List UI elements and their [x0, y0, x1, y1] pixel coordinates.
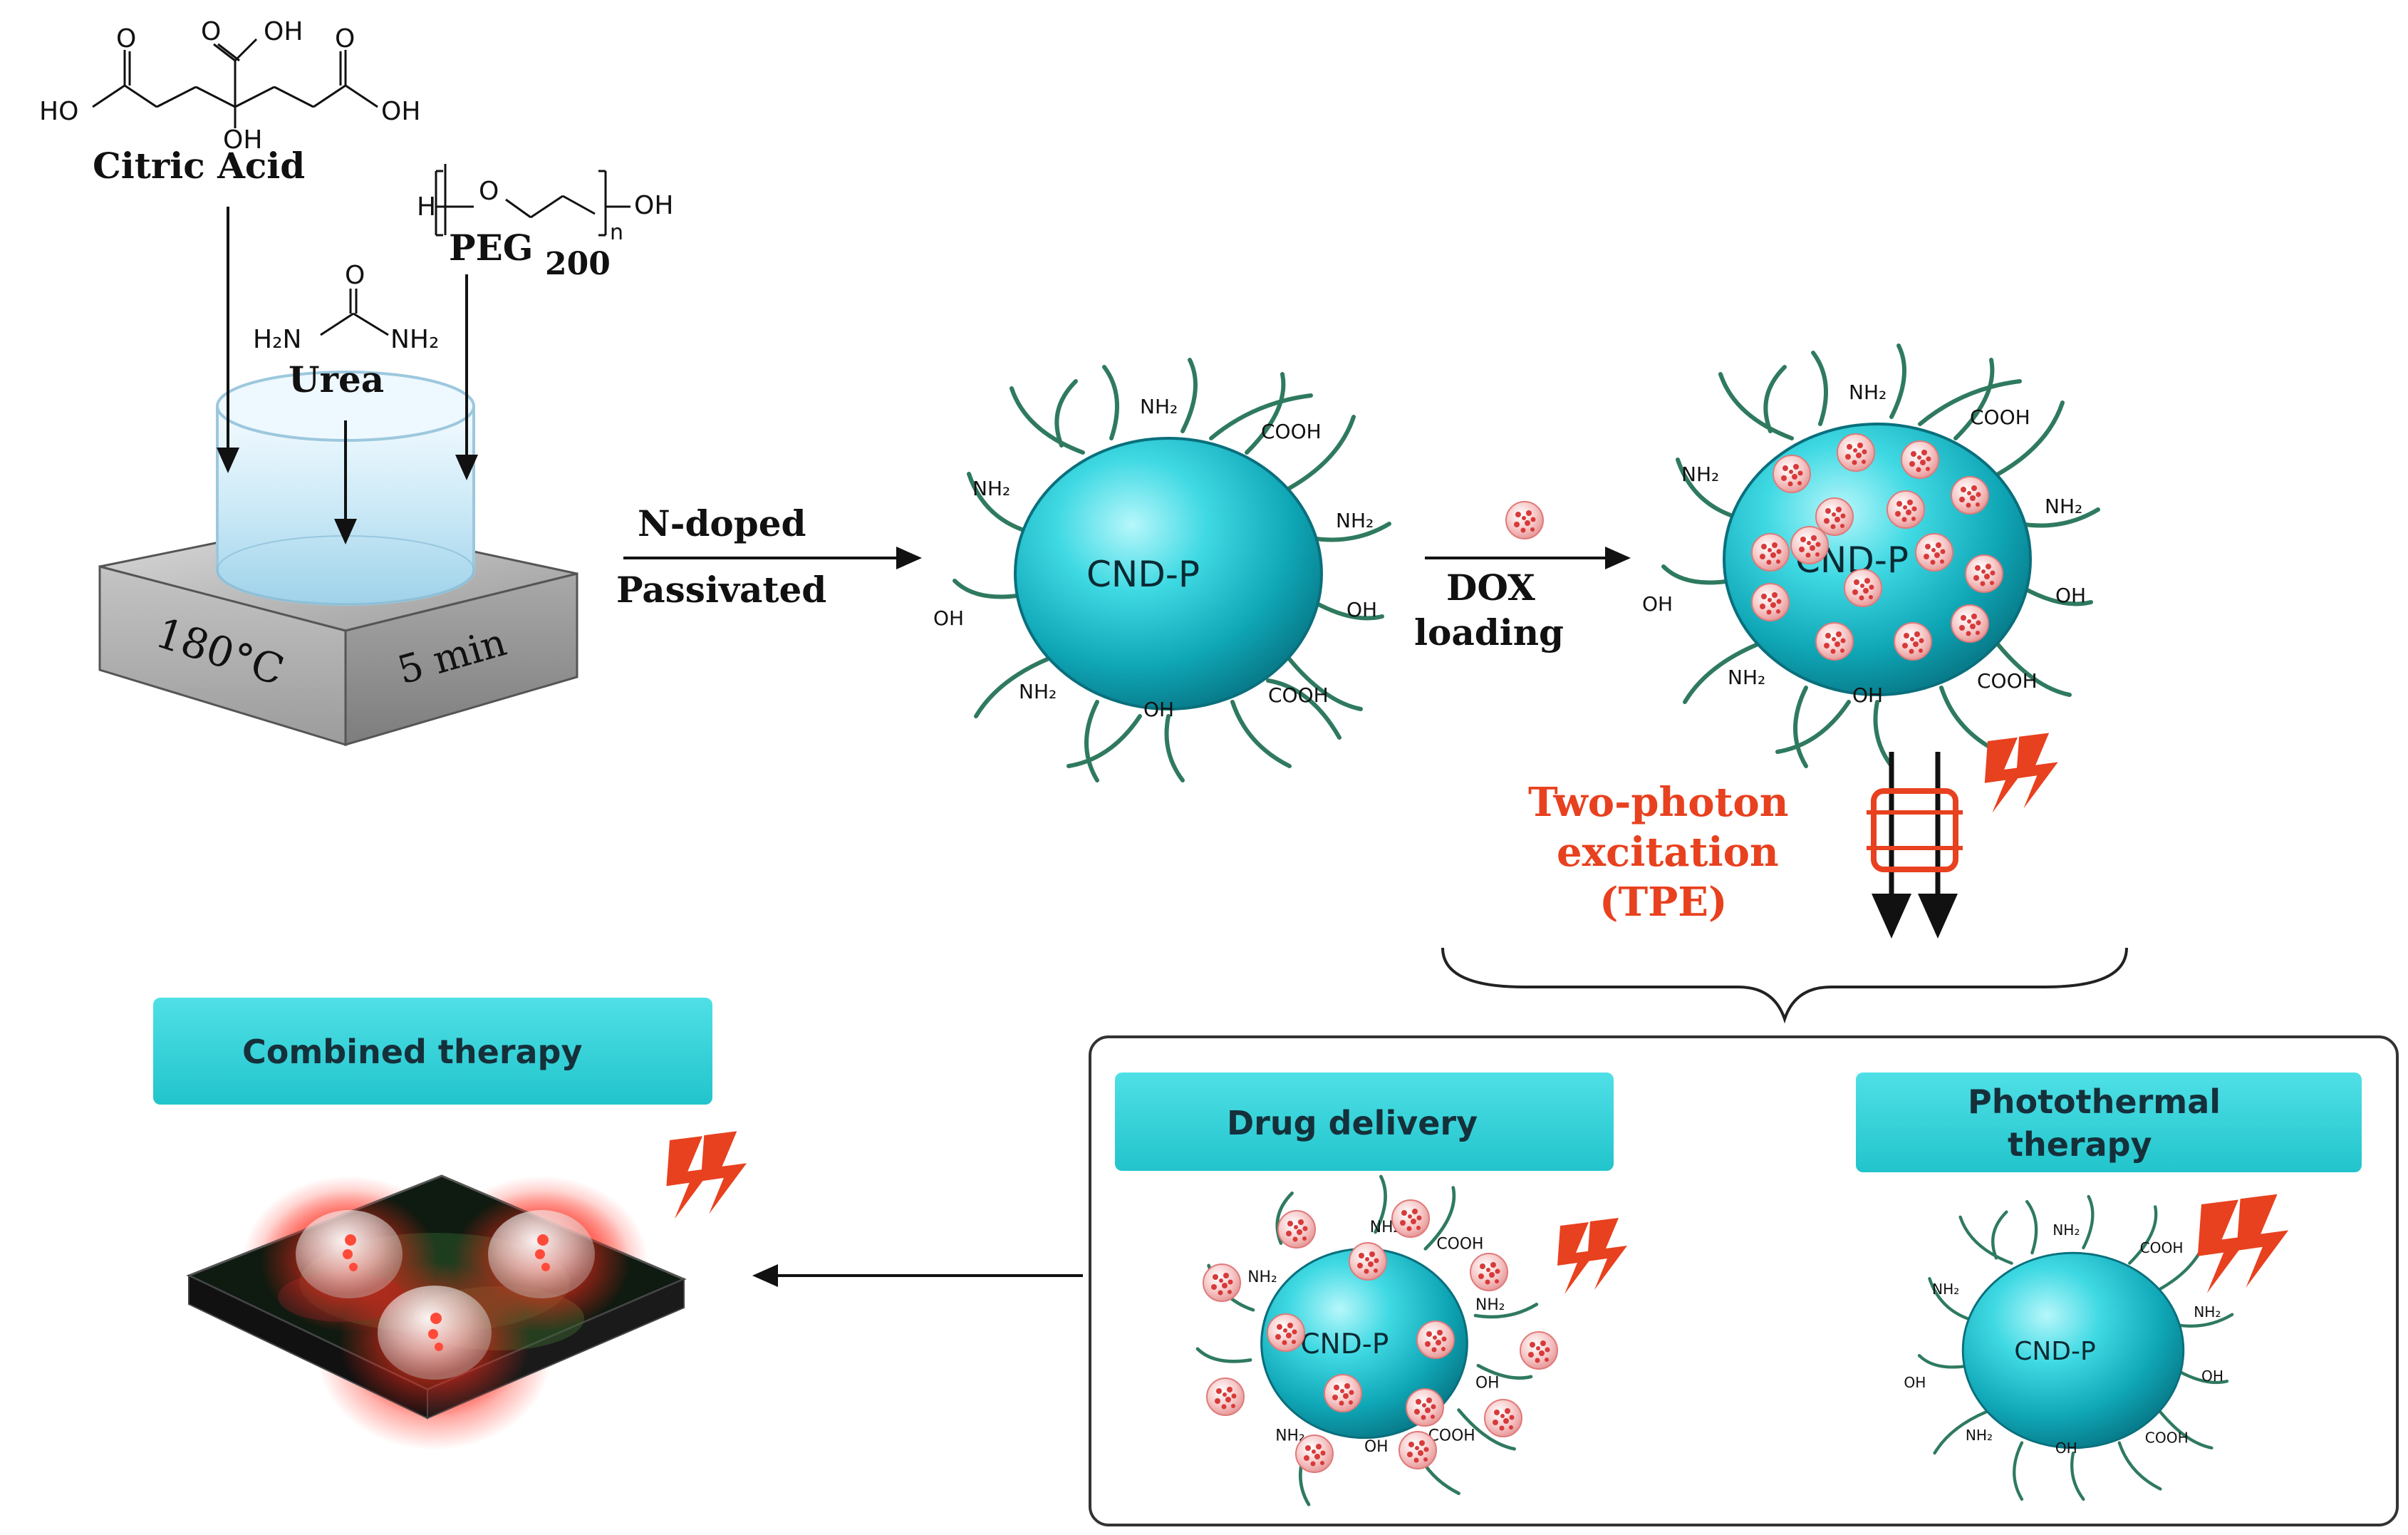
group-nh2: NH₂	[1728, 666, 1765, 689]
lightning-icon	[1984, 733, 2058, 813]
cnd-p-particle: CND-P NH₂ COOH NH₂ NH₂ OH OH NH₂ OH COOH	[933, 358, 1391, 782]
cnd-p-label: CND-P	[1300, 1328, 1389, 1360]
group-nh2: NH₂	[2052, 1221, 2080, 1239]
group-nh2: NH₂	[1336, 509, 1374, 532]
group-cooh: COOH	[1970, 405, 2030, 429]
urea-h2n: H₂N	[253, 325, 301, 354]
group-oh: OH	[1904, 1374, 1926, 1391]
group-cooh: COOH	[2145, 1430, 2189, 1447]
urea-label: Urea	[289, 358, 384, 400]
group-oh: OH	[1364, 1438, 1389, 1456]
cnd-p-dox-particle: CND-P NH₂ COOH NH₂ NH₂ OH OH NH₂ OH COOH	[1642, 343, 2100, 768]
group-cooh: COOH	[1428, 1427, 1475, 1445]
urea-o: O	[345, 261, 365, 290]
urea-structure: O H₂N NH₂	[253, 261, 439, 354]
group-nh2: NH₂	[2194, 1303, 2221, 1320]
combined-therapy-box: Combined therapy	[153, 998, 712, 1105]
peg-structure: H O n OH PEG 200	[417, 164, 673, 282]
group-nh2: NH₂	[1019, 680, 1057, 703]
group-oh: OH	[2055, 1440, 2077, 1457]
peg-subscript: 200	[545, 246, 611, 282]
group-oh: OH	[2055, 584, 2086, 607]
step1-top-label: N-doped	[638, 502, 806, 544]
group-nh2: NH₂	[1849, 381, 1887, 404]
step2-bottom-label: loading	[1414, 611, 1564, 653]
peg-label: PEG	[449, 227, 533, 269]
peg-o: O	[479, 177, 499, 206]
citric-ho-left: HO	[39, 97, 78, 126]
citric-oh-top: OH	[264, 17, 303, 46]
group-nh2: NH₂	[972, 477, 1010, 500]
group-nh2: NH₂	[1966, 1427, 1993, 1444]
tpe-line1: Two-photon	[1528, 779, 1788, 826]
group-nh2: NH₂	[2045, 495, 2082, 518]
group-oh: OH	[1346, 598, 1377, 621]
group-cooh: COOH	[2140, 1239, 2184, 1256]
laser-lens-icon	[1867, 788, 1963, 872]
group-cooh: COOH	[1268, 683, 1329, 707]
step1-bottom-label: Passivated	[616, 569, 826, 611]
group-nh2: NH₂	[1140, 395, 1178, 418]
group-nh2: NH₂	[1247, 1268, 1277, 1286]
citric-o-top: O	[201, 17, 221, 46]
tpe-arrows	[1872, 752, 1958, 939]
tpe-line2: excitation	[1557, 829, 1779, 876]
group-cooh: COOH	[1261, 420, 1322, 443]
dox-molecule	[1505, 501, 1544, 539]
peg-h: H	[417, 192, 436, 222]
tissue-block	[186, 1174, 687, 1450]
citric-o-right: O	[335, 24, 355, 53]
group-oh: OH	[1475, 1374, 1500, 1392]
photothermal-particle: CND-P NH₂ COOH NH₂ NH₂ OH OH NH₂ OH COOH	[1904, 1194, 2234, 1501]
photothermal-label-line2: therapy	[2008, 1125, 2152, 1164]
brace	[1441, 947, 2128, 1024]
step2-top-label: DOX	[1446, 567, 1535, 609]
peg-oh: OH	[634, 191, 673, 220]
cnd-p-label: CND-P	[1086, 554, 1200, 595]
group-oh: OH	[1642, 592, 1673, 616]
group-nh2: NH₂	[1681, 462, 1719, 486]
group-oh: OH	[1852, 683, 1883, 707]
citric-oh-bottom: OH	[223, 125, 262, 155]
group-cooh: COOH	[1436, 1235, 1483, 1253]
citric-oh-right: OH	[381, 97, 420, 126]
group-nh2: NH₂	[1475, 1296, 1505, 1314]
urea-nh2: NH₂	[390, 325, 439, 354]
lightning-icon	[666, 1131, 747, 1219]
combined-therapy-label: Combined therapy	[242, 1033, 582, 1071]
tpe-line3: (TPE)	[1599, 879, 1727, 926]
group-cooh: COOH	[1977, 669, 2038, 693]
citric-acid-label: Citric Acid	[93, 145, 305, 187]
photothermal-label-line1: Photothermal	[1968, 1082, 2221, 1121]
drug-delivery-label: Drug delivery	[1227, 1104, 1478, 1142]
group-oh: OH	[933, 606, 964, 630]
citric-acid-structure: O OH O O HO OH OH Citric Acid	[39, 17, 420, 187]
group-oh: OH	[1143, 698, 1174, 721]
photothermal-box: Photothermal therapy	[1856, 1073, 2362, 1172]
drug-delivery-box: Drug delivery	[1115, 1073, 1614, 1171]
citric-o-left: O	[116, 24, 136, 53]
peg-n: n	[610, 220, 623, 245]
group-nh2: NH₂	[1932, 1281, 1959, 1298]
cnd-p-label: CND-P	[2014, 1337, 2096, 1366]
reagent-arrows	[217, 207, 478, 544]
group-oh: OH	[2201, 1368, 2223, 1385]
